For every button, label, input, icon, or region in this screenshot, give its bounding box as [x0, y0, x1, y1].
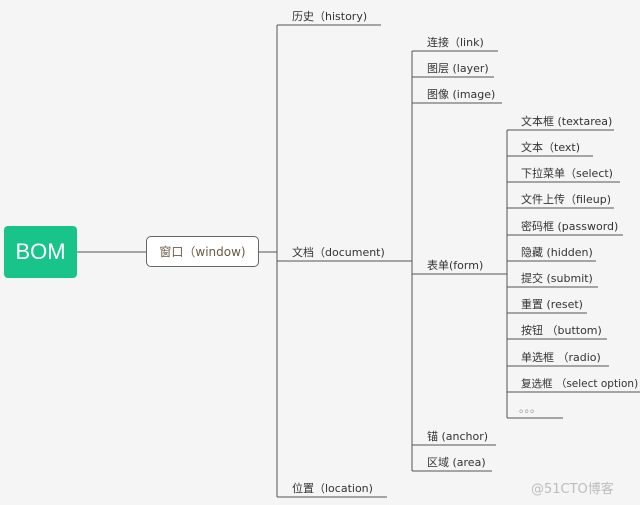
node-radio: 单选框 （radio) — [521, 351, 601, 364]
node-select: 下拉菜单（select) — [521, 167, 613, 180]
node-submit: 提交 (submit) — [521, 272, 593, 285]
root-label: BOM — [15, 239, 66, 264]
node-button: 按钮 （buttom) — [521, 324, 602, 337]
window-node: 窗口（window) — [146, 236, 259, 267]
node-history: 历史（history) — [292, 10, 368, 23]
node-anchor: 锚 (anchor) — [427, 430, 489, 443]
node-textarea: 文本框 (textarea) — [521, 115, 613, 128]
node-text: 文本（text) — [521, 141, 581, 154]
node-fileup: 文件上传（fileup) — [521, 193, 611, 206]
node-link: 连接（link) — [427, 36, 484, 49]
node-password: 密码框 (password) — [521, 220, 619, 233]
node-reset: 重置 (reset) — [521, 298, 583, 311]
node-ellipsis: 。。。 — [519, 402, 541, 415]
node-area: 区域 (area) — [427, 456, 486, 469]
node-document: 文档（document) — [292, 246, 385, 259]
node-image: 图像 (image) — [427, 88, 496, 101]
node-select-option: 复选框 （select option) — [521, 378, 639, 390]
root-node-bom: BOM — [4, 226, 77, 278]
watermark-text: @51CTO博客 — [531, 482, 614, 497]
node-form: 表单(form) — [427, 259, 484, 272]
window-label: 窗口（window) — [159, 245, 246, 259]
node-layer: 图层 (layer) — [427, 62, 489, 75]
node-location: 位置（location) — [292, 482, 373, 495]
node-hidden: 隐藏 (hidden) — [521, 246, 593, 259]
